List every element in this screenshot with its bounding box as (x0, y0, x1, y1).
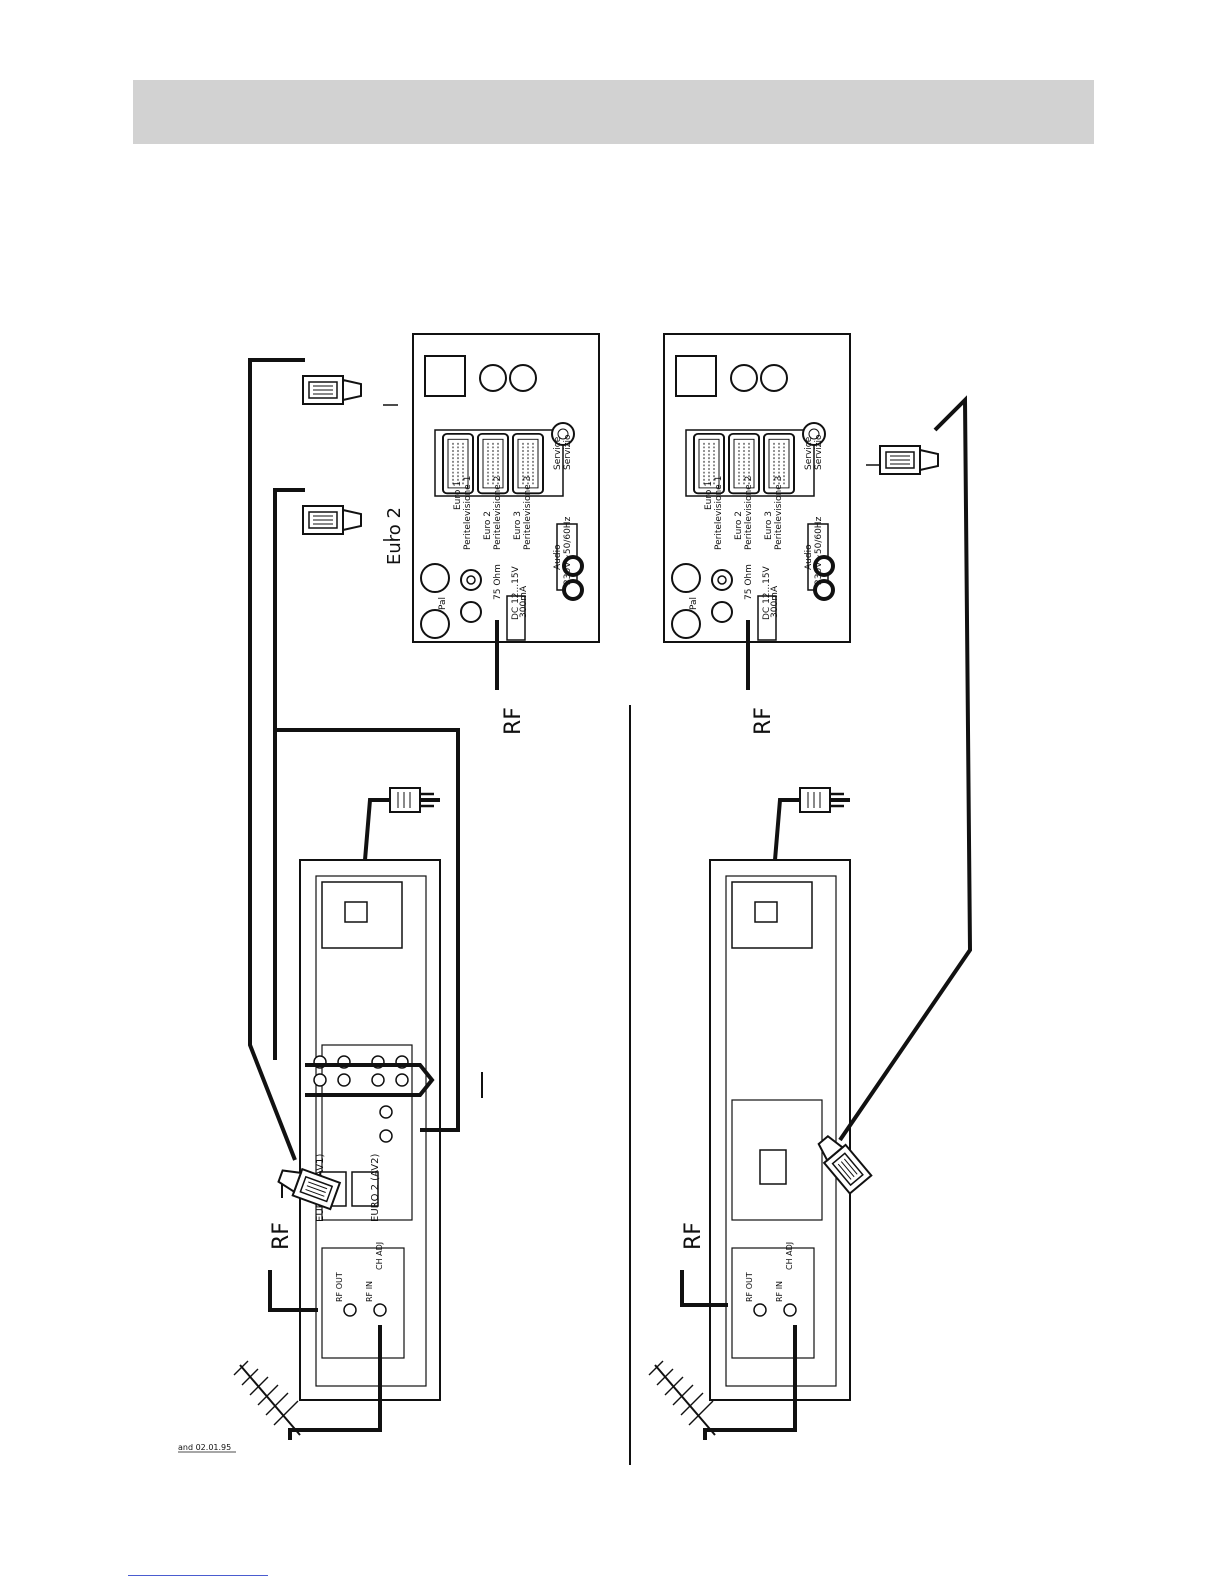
tv-left-dc-current: 300mA (519, 585, 529, 618)
footnote: and 02.01.95 (178, 1443, 231, 1452)
tv-right-dc-current: 300mA (770, 585, 780, 618)
tv-rear-panel-left (413, 334, 599, 642)
scart-plug-tv-euro1-left (302, 375, 362, 405)
tv-left-power-rating: 230V~50/60Hz (563, 516, 573, 585)
rf-label-vcr-right: RF (681, 1222, 706, 1250)
tv-right-dc-rating: DC 12...15V (762, 565, 772, 620)
vcr-left-euro2-label: EURO 2 (AV2) (370, 1154, 381, 1222)
tv-left-euro2: Euro 2 (483, 511, 493, 540)
vcr-right-ch-adj: CH ADJ (785, 1242, 794, 1270)
antenna-right (648, 1360, 716, 1436)
cables-left (248, 358, 499, 1440)
tv-left-servizio: Servizio (563, 434, 573, 470)
cables-right (680, 395, 973, 1440)
vcr-left-ch-adj: CH ADJ (375, 1242, 384, 1270)
vcr-rear-right (709, 859, 851, 1401)
header-bar (133, 80, 1094, 144)
tv-rear-panel-right (664, 334, 850, 642)
vcr-right-labels: RF OUT RF IN CH ADJ (745, 1242, 794, 1302)
scart-plug-tv-euro2-left (302, 505, 362, 535)
tv-right-pal: Pal (689, 597, 699, 610)
tv-left-audio: Audio (553, 544, 563, 570)
tv-left-pal: Pal (438, 597, 448, 610)
tv-left-euro2-sub: Peritelevisione 2 (493, 476, 503, 550)
tv-left-euro1-sub: Peritelevisione 1 (463, 476, 473, 550)
tv-right-euro1: Euro 1 (704, 481, 714, 510)
arrows-tv (383, 404, 880, 541)
vcr-right-rf-out: RF OUT (745, 1272, 754, 1302)
scart-plug-tv-right (879, 445, 939, 475)
vcr-right-rf-in: RF IN (775, 1281, 784, 1302)
rf-label-vcr-left: RF (269, 1222, 294, 1250)
tv-right-euro1-sub: Peritelevisione 1 (714, 476, 724, 550)
antenna-left (233, 1360, 301, 1436)
tv-right-labels: Euro 1 Peritelevisione 1 Euro 2 Peritele… (689, 434, 824, 620)
vcr-left-rf-in: RF IN (365, 1281, 374, 1302)
tv-left-service: Service (553, 436, 563, 470)
tv-right-service: Service (804, 436, 814, 470)
tv-left-euro3: Euro 3 (513, 511, 523, 540)
tv-left-euro1: Euro 1 (453, 481, 463, 510)
tv-right-power-rating: 230V~50/60Hz (814, 516, 824, 585)
tv-right-audio: Audio (804, 544, 814, 570)
big-labels: RF RF RF RF Euro 2 (269, 507, 776, 1250)
tv-right-impedance: 75 Ohm (744, 564, 754, 600)
vcr-rear-left (299, 859, 441, 1401)
tv-right-euro3: Euro 3 (764, 511, 774, 540)
tv-right-euro3-sub: Peritelevisione 3 (774, 476, 784, 550)
tv-right-euro2-sub: Peritelevisione 2 (744, 476, 754, 550)
tv-left-impedance: 75 Ohm (493, 564, 503, 600)
euro2-cable-label: Euro 2 (384, 507, 405, 565)
rf-label-tv-right: RF (751, 707, 776, 735)
tv-left-euro3-sub: Peritelevisione 3 (523, 476, 533, 550)
tv-right-euro2: Euro 2 (734, 511, 744, 540)
tv-left-labels: Euro 1 Peritelevisione 1 Euro 2 Peritele… (438, 434, 573, 620)
vcr-left-rf-out: RF OUT (335, 1272, 344, 1302)
footer-rule (128, 1575, 268, 1576)
tv-left-dc-rating: DC 12...15V (511, 565, 521, 620)
tv-right-servizio: Servizio (814, 434, 824, 470)
rf-label-tv-left: RF (501, 707, 526, 735)
